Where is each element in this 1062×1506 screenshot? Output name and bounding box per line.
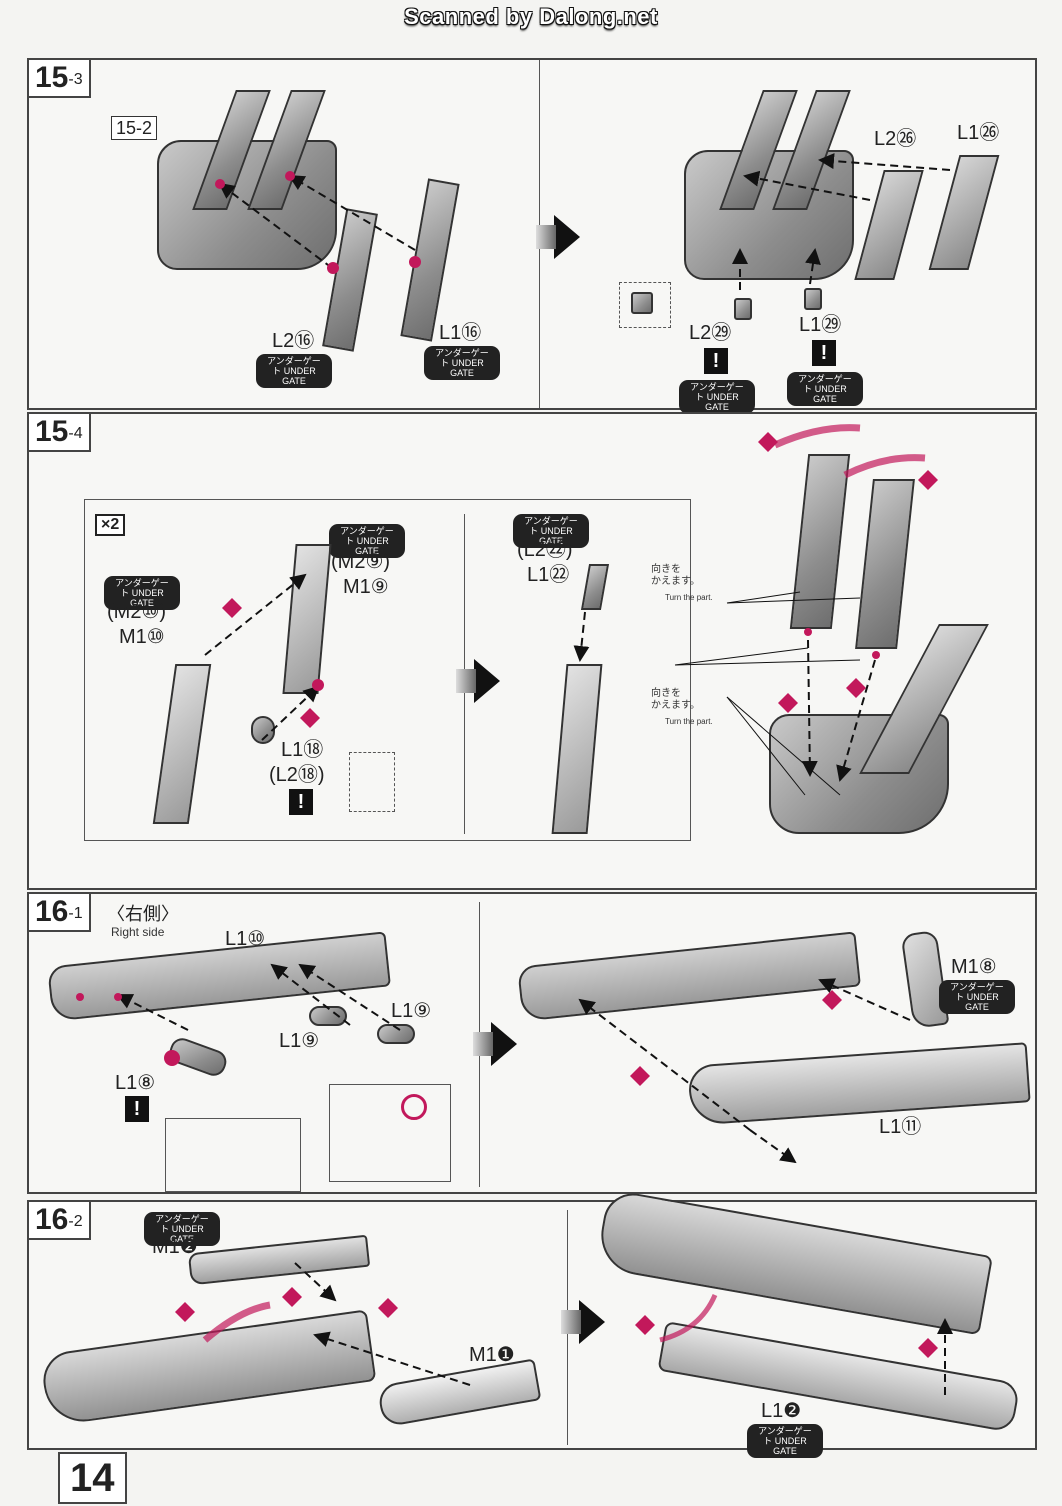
label-l1-18: L1⑱ [281,739,324,761]
label-m1-2: M1❷ [152,1236,198,1258]
no-cut-icon [401,1094,427,1120]
warning-icon: ! [704,348,728,374]
part-l1-26 [928,155,1000,270]
label-m2-9: (M2⑨) [331,551,391,573]
next-arrow [536,215,580,259]
part-l1-18 [251,716,275,744]
frame-body [39,1309,377,1427]
under-gate-badge: アンダーゲート UNDER GATE [787,372,863,406]
fin-large-1 [789,454,851,629]
turn-note-jp: 向きを かえます。 [651,688,700,711]
step-number: 16-2 [27,1200,91,1240]
part-l2-26 [854,170,924,280]
assembly-result [684,150,854,280]
under-gate-badge: アンダーゲート UNDER GATE [513,514,589,548]
step-number: 15-4 [27,412,91,452]
label-l2-22: (L2㉒) [517,539,573,561]
label-l1-2: L1❷ [761,1400,802,1422]
warning-icon: ! [125,1096,149,1122]
frame-assembled [517,931,861,1022]
under-gate-badge: アンダーゲート UNDER GATE [424,346,500,380]
turn-note-en: Turn the part. [665,593,713,602]
warning-icon: ! [289,789,313,815]
label-m1-10: M1⑩ [119,626,165,648]
label-m1-1: M1❶ [469,1344,515,1366]
part-m1-1 [376,1358,542,1428]
detail-box-joint [349,752,395,812]
turn-note-en: Turn the part. [665,717,713,726]
cap-l2-29 [734,298,752,320]
next-arrow [456,659,500,703]
under-gate-badge: アンダーゲート UNDER GATE [256,354,332,388]
sub-assembly-box [84,499,691,841]
panel-step-15-4: 15-4 ×2 アンダーゲート UNDER GATE (M2⑨) M1⑨ アンダ… [27,412,1037,890]
label-l1-29: L1㉙ [799,314,842,336]
part-l1-9a [309,1006,347,1026]
next-arrow [561,1300,605,1344]
label-m2-10: (M2⑩) [107,601,167,623]
part-l1-2 [657,1321,1021,1433]
label-l2-26: L2㉖ [874,128,917,150]
side-title-jp: 〈右側〉 [107,904,179,924]
frame-assembled [595,1188,993,1336]
label-m1-9: M1⑨ [343,576,389,598]
part-m1-8 [900,929,950,1030]
detail-box-cap [619,282,671,328]
label-l2-29: L2㉙ [689,322,732,344]
under-gate-badge: アンダーゲート UNDER GATE [104,576,180,610]
assembly-15-2 [157,140,337,270]
fin-large-2 [855,479,915,649]
under-gate-badge: アンダーゲート UNDER GATE [679,380,755,414]
turn-note-jp: 向きを かえます。 [651,564,700,587]
part-l1-8 [166,1034,230,1080]
warning-icon: ! [812,340,836,366]
detail-box-nocut [329,1084,451,1182]
step-number: 15-3 [27,58,91,98]
under-gate-badge: アンダーゲート UNDER GATE [329,524,405,558]
under-gate-badge: アンダーゲート UNDER GATE [747,1424,823,1458]
panel-step-15-3: 15-3 15-2 L2⑯ アンダーゲート UNDER GATE L1⑯ アンダ… [27,58,1037,414]
detail-box-connector [165,1118,301,1192]
panel-step-16-1: 16-1 〈右側〉 Right side L1⑩ L1⑨ L1⑨ L1⑧ ! M… [27,892,1037,1194]
label-l2-16: L2⑯ [272,330,315,352]
cap-detail [631,292,653,314]
label-l1-16: L1⑯ [439,322,482,344]
label-l1-9a: L1⑨ [279,1030,320,1052]
page-number: 14 [58,1452,127,1504]
under-gate-badge: アンダーゲート UNDER GATE [939,980,1015,1014]
watermark: Scanned by Dalong.net [404,4,658,29]
label-l1-26: L1㉖ [957,122,1000,144]
step-number: 16-1 [27,892,91,932]
next-arrow [473,1022,517,1066]
side-title-en: Right side [111,925,165,939]
label-l1-8: L1⑧ [115,1072,156,1094]
cap-l1-29 [804,288,822,310]
label-l2-18: (L2⑱) [269,764,325,786]
ref-box-label: 15-2 [111,116,158,140]
part-l1-11 [687,1042,1031,1126]
label-m1-8: M1⑧ [951,956,997,978]
part-l1-9b [377,1024,415,1044]
label-l1-11: L1⑪ [879,1116,922,1138]
multiplier-badge: ×2 [95,514,126,536]
panel-step-16-2: 16-2 アンダーゲート UNDER GATE M1❷ M1❶ L1❷ アンダー… [27,1188,1037,1458]
label-l1-9b: L1⑨ [391,1000,432,1022]
part-l1-16 [400,178,460,342]
under-gate-badge: アンダーゲート UNDER GATE [144,1212,220,1246]
label-l1-22: L1㉒ [527,564,570,586]
